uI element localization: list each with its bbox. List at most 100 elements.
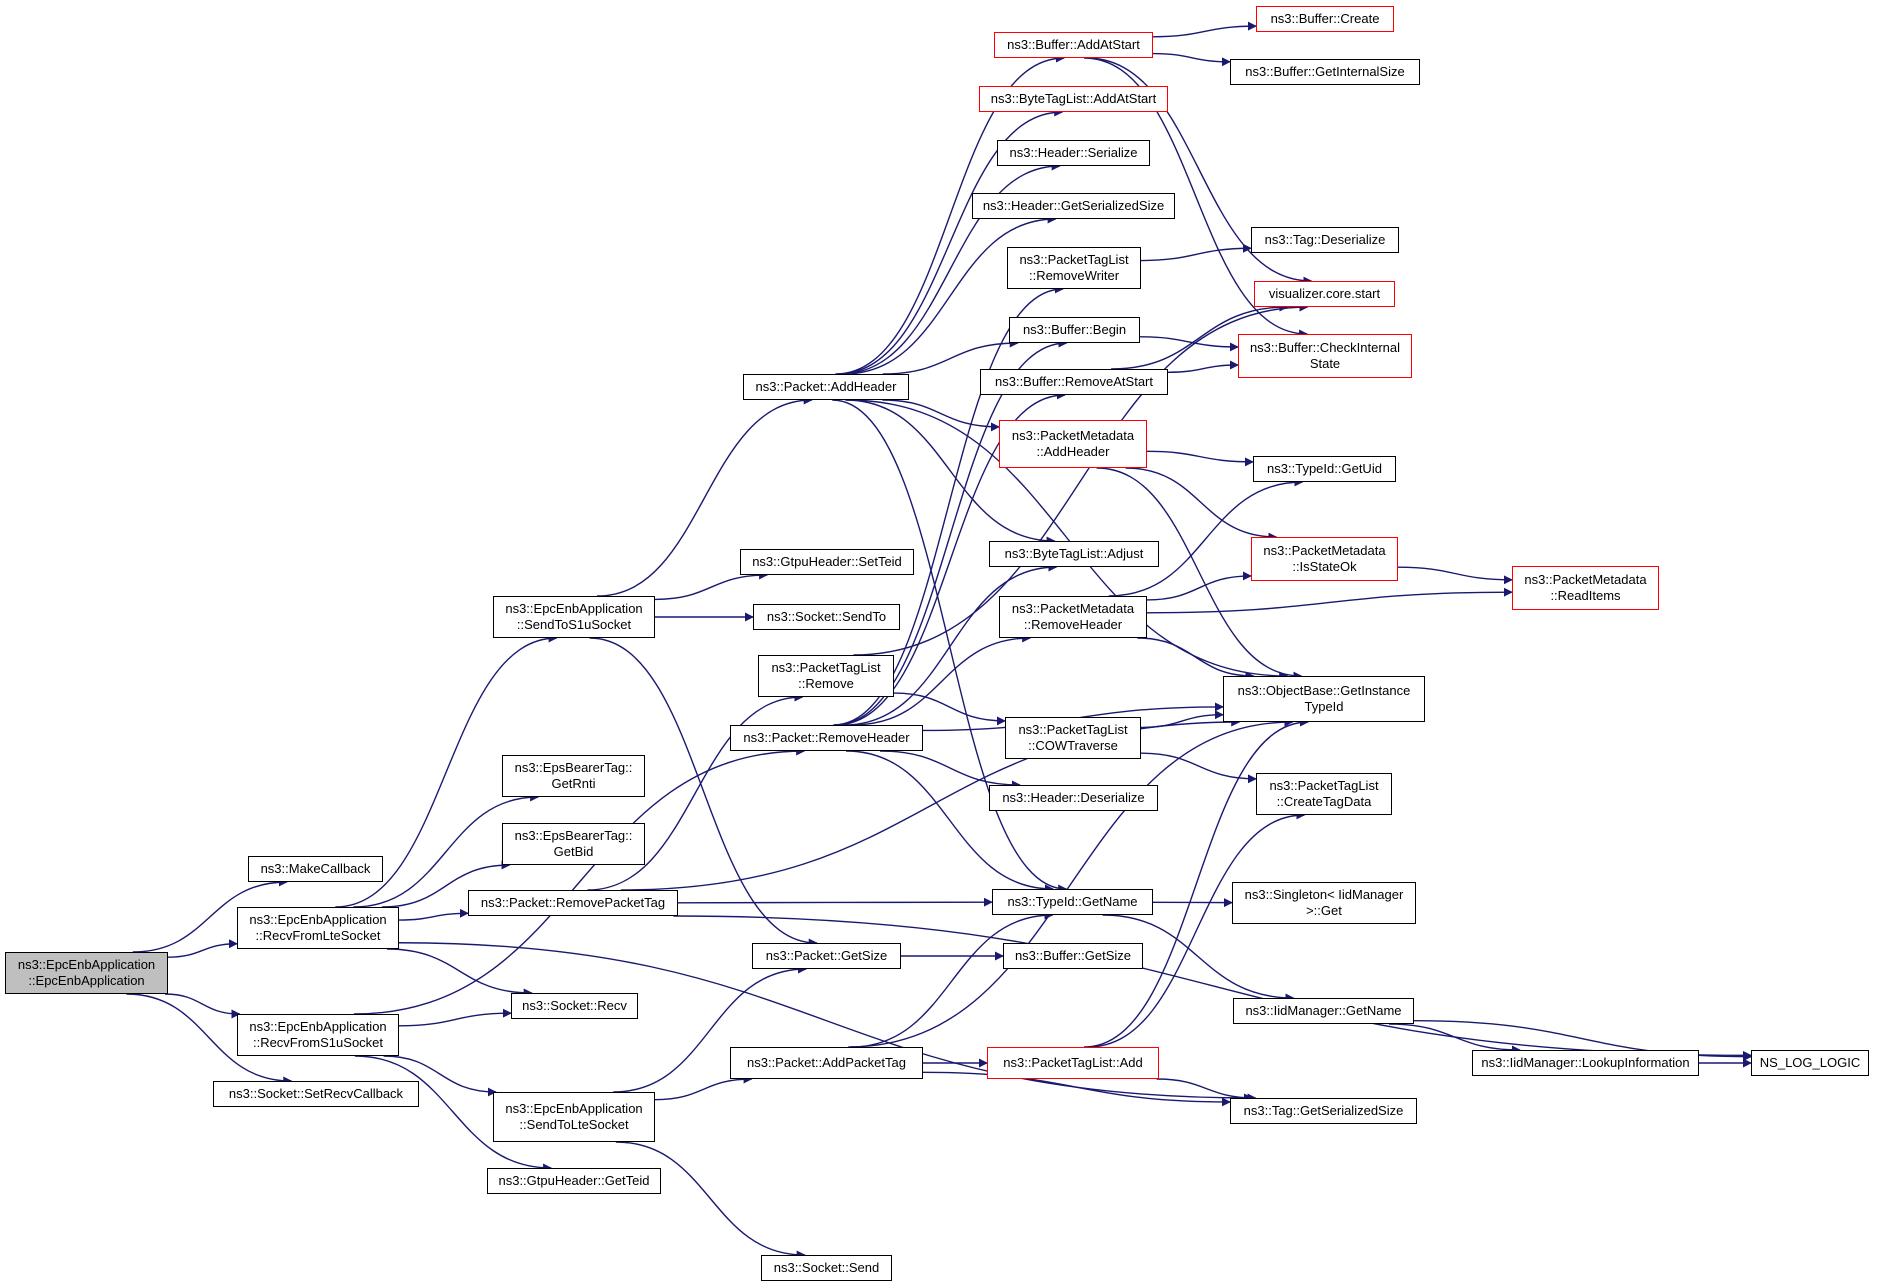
edge-packetremoveheader-to-btladjust	[843, 562, 1058, 726]
node-packet-getsize[interactable]: ns3::Packet::GetSize	[752, 943, 901, 969]
node-bytetaglist-addatstart[interactable]: ns3::ByteTagList::AddAtStart	[979, 86, 1168, 112]
edge-pmremoveheader-to-objbasegetinstance	[1137, 637, 1255, 681]
node-sendtoltesocket[interactable]: ns3::EpcEnbApplication ::SendToLteSocket	[493, 1092, 655, 1142]
node-label: ns3::Buffer::GetSize	[1014, 948, 1132, 963]
edge-iidgetname-to-iidlookup	[1388, 1023, 1521, 1055]
node-packetmetadata-removeheader[interactable]: ns3::PacketMetadata ::RemoveHeader	[999, 596, 1147, 638]
node-packet-removeheader[interactable]: ns3::Packet::RemoveHeader	[730, 725, 923, 751]
edge-recvfroms1u-to-socketrecv	[398, 1008, 512, 1027]
node-header-serialize[interactable]: ns3::Header::Serialize	[997, 140, 1150, 166]
node-packetmetadata-isstateok[interactable]: ns3::PacketMetadata ::IsStateOk	[1251, 537, 1398, 581]
node-socket-send[interactable]: ns3::Socket::Send	[761, 1255, 892, 1281]
edge-bufremoveatstart-to-vizstart	[1111, 302, 1289, 370]
node-packetmetadata-addheader[interactable]: ns3::PacketMetadata ::AddHeader	[999, 420, 1147, 468]
edge-bufbegin-to-bufcheckinternal	[1139, 336, 1239, 352]
node-tag-deserialize[interactable]: ns3::Tag::Deserialize	[1251, 227, 1399, 253]
node-label: ns3::Socket::Send	[773, 1260, 880, 1275]
edge-packetremoveheader-to-pmremoveheader	[852, 633, 1032, 726]
node-iidmanager-getname[interactable]: ns3::IidManager::GetName	[1233, 998, 1414, 1024]
node-label: ns3::Buffer::RemoveAtStart	[995, 374, 1153, 389]
node-label: ns3::Tag::Deserialize	[1264, 232, 1386, 247]
node-typeid-getuid[interactable]: ns3::TypeId::GetUid	[1253, 456, 1396, 482]
edge-packetremoveheader-to-bufbegin	[834, 338, 1068, 726]
node-label: ns3::EpcEnbApplication ::RecvFromS1uSock…	[249, 1019, 387, 1050]
node-label: ns3::Packet::AddPacketTag	[747, 1055, 906, 1070]
node-header-deserialize[interactable]: ns3::Header::Deserialize	[989, 785, 1158, 811]
node-sendtos1usocket[interactable]: ns3::EpcEnbApplication ::SendToS1uSocket	[493, 596, 655, 638]
node-label: ns3::PacketMetadata ::ReadItems	[1524, 572, 1647, 603]
edge-packetremoveheader-to-ptlremovewriter	[833, 284, 1064, 726]
node-label: ns3::Header::Serialize	[1009, 145, 1138, 160]
edge-pmremoveheader-to-pmisstateok	[1146, 571, 1252, 601]
node-buffer-create[interactable]: ns3::Buffer::Create	[1256, 6, 1394, 32]
edge-epcenb_ctor-to-makecallback	[132, 877, 288, 953]
node-recvfromltesocket[interactable]: ns3::EpcEnbApplication ::RecvFromLteSock…	[237, 907, 399, 949]
node-singleton-iidmanager-get[interactable]: ns3::Singleton< IidManager >::Get	[1232, 882, 1416, 924]
edge-recvfromlte-to-sendtos1u	[335, 633, 558, 908]
node-buffer-getsize[interactable]: ns3::Buffer::GetSize	[1003, 943, 1143, 969]
edge-epcenb_ctor-to-setrecvcallback	[126, 993, 293, 1086]
node-socket-sendto[interactable]: ns3::Socket::SendTo	[753, 604, 900, 630]
node-recvfroms1usocket[interactable]: ns3::EpcEnbApplication ::RecvFromS1uSock…	[237, 1014, 399, 1056]
node-gtpuheader-getteid[interactable]: ns3::GtpuHeader::GetTeid	[487, 1168, 661, 1194]
edge-packetaddheader-to-headerserialize	[839, 161, 1061, 375]
node-socket-recv[interactable]: ns3::Socket::Recv	[511, 993, 638, 1019]
edge-pmremoveheader-to-typeidgetuid	[1108, 477, 1304, 597]
node-label: ns3::EpcEnbApplication ::SendToLteSocket	[505, 1101, 643, 1132]
node-label: ns3::Tag::GetSerializedSize	[1243, 1103, 1404, 1118]
node-packettaglist-removewriter[interactable]: ns3::PacketTagList ::RemoveWriter	[1007, 247, 1141, 289]
node-packettaglist-remove[interactable]: ns3::PacketTagList ::Remove	[758, 655, 894, 697]
node-label: ns3::EpsBearerTag:: GetBid	[514, 828, 633, 859]
edge-recvfroms1u-to-sendtolte	[383, 1055, 497, 1097]
edge-bufaddatstart-to-bufgetinternalsize	[1152, 52, 1231, 67]
edge-addpackettag-to-objbasegetinstance	[848, 717, 1294, 1048]
node-buffer-addatstart[interactable]: ns3::Buffer::AddAtStart	[994, 32, 1153, 58]
node-buffer-getinternalsize[interactable]: ns3::Buffer::GetInternalSize	[1230, 59, 1420, 85]
node-packetmetadata-readitems[interactable]: ns3::PacketMetadata ::ReadItems	[1512, 566, 1659, 610]
node-buffer-removeatstart[interactable]: ns3::Buffer::RemoveAtStart	[980, 369, 1168, 395]
node-label: ns3::Buffer::GetInternalSize	[1245, 64, 1405, 79]
node-gtpuheader-setteid[interactable]: ns3::GtpuHeader::SetTeid	[740, 549, 914, 575]
node-typeid-getname[interactable]: ns3::TypeId::GetName	[992, 889, 1153, 915]
node-label: ns3::Header::GetSerializedSize	[982, 198, 1165, 213]
node-label: ns3::PacketTagList ::CreateTagData	[1269, 778, 1379, 809]
node-label: ns3::ByteTagList::Adjust	[1004, 546, 1144, 561]
node-objectbase-getinstancetypeid[interactable]: ns3::ObjectBase::GetInstance TypeId	[1223, 676, 1425, 722]
node-tag-getserializedsize[interactable]: ns3::Tag::GetSerializedSize	[1230, 1098, 1417, 1124]
node-header-getserializedsize[interactable]: ns3::Header::GetSerializedSize	[972, 193, 1175, 219]
edge-epcenb_ctor-to-recvfroms1u	[164, 993, 241, 1019]
edge-ptlremove-to-vizstart	[853, 302, 1309, 656]
edge-removepackettag-to-typeidgetname	[677, 897, 993, 907]
node-packettaglist-createtagdata[interactable]: ns3::PacketTagList ::CreateTagData	[1256, 773, 1392, 815]
edge-bufaddatstart-to-vizstart	[1086, 57, 1313, 286]
node-socket-setrecvcallback[interactable]: ns3::Socket::SetRecvCallback	[213, 1081, 419, 1107]
node-label: ns3::TypeId::GetName	[1007, 894, 1138, 909]
node-label: ns3::Singleton< IidManager >::Get	[1244, 887, 1404, 918]
edge-sendtos1u-to-packetgetsize	[589, 637, 818, 948]
node-packettaglist-add[interactable]: ns3::PacketTagList::Add	[987, 1047, 1159, 1079]
node-packet-addpackettag[interactable]: ns3::Packet::AddPacketTag	[730, 1047, 923, 1079]
node-packet-addheader[interactable]: ns3::Packet::AddHeader	[743, 374, 909, 400]
node-ns-log-logic[interactable]: NS_LOG_LOGIC	[1751, 1050, 1869, 1076]
edge-ptladd-to-objbasegetinstance	[1084, 717, 1310, 1048]
edge-sendtolte-to-addpackettag	[654, 1074, 753, 1101]
node-epsbearertag-getrnti[interactable]: ns3::EpsBearerTag:: GetRnti	[502, 755, 645, 797]
node-buffer-checkinternalstate[interactable]: ns3::Buffer::CheckInternal State	[1238, 334, 1412, 378]
node-label: NS_LOG_LOGIC	[1759, 1055, 1861, 1070]
edge-recvfroms1u-to-packetremoveheader	[353, 746, 806, 1015]
node-iidmanager-lookupinformation[interactable]: ns3::IidManager::LookupInformation	[1472, 1050, 1699, 1076]
node-label: ns3::Socket::SendTo	[766, 609, 887, 624]
node-makecallback[interactable]: ns3::MakeCallback	[248, 856, 383, 882]
node-epsbearertag-getbid[interactable]: ns3::EpsBearerTag:: GetBid	[502, 823, 645, 865]
node-bytetaglist-adjust[interactable]: ns3::ByteTagList::Adjust	[989, 541, 1159, 567]
node-label: ns3::Packet::RemoveHeader	[743, 730, 910, 745]
node-visualizer-core-start[interactable]: visualizer.core.start	[1254, 281, 1395, 307]
edge-ptlremovewriter-to-tagdeserialize	[1140, 243, 1252, 262]
edge-packetaddheader-to-bufbegin	[882, 338, 1019, 375]
node-packet-removepackettag[interactable]: ns3::Packet::RemovePacketTag	[468, 890, 678, 916]
edge-recvfroms1u-to-gtpugetteid	[354, 1055, 553, 1173]
node-label: ns3::Packet::AddHeader	[755, 379, 897, 394]
node-buffer-begin[interactable]: ns3::Buffer::Begin	[1009, 317, 1140, 343]
edge-ptladd-to-ptlcreatetagdata	[1087, 810, 1306, 1048]
node-packettaglist-cowtraverse[interactable]: ns3::PacketTagList ::COWTraverse	[1005, 717, 1141, 759]
